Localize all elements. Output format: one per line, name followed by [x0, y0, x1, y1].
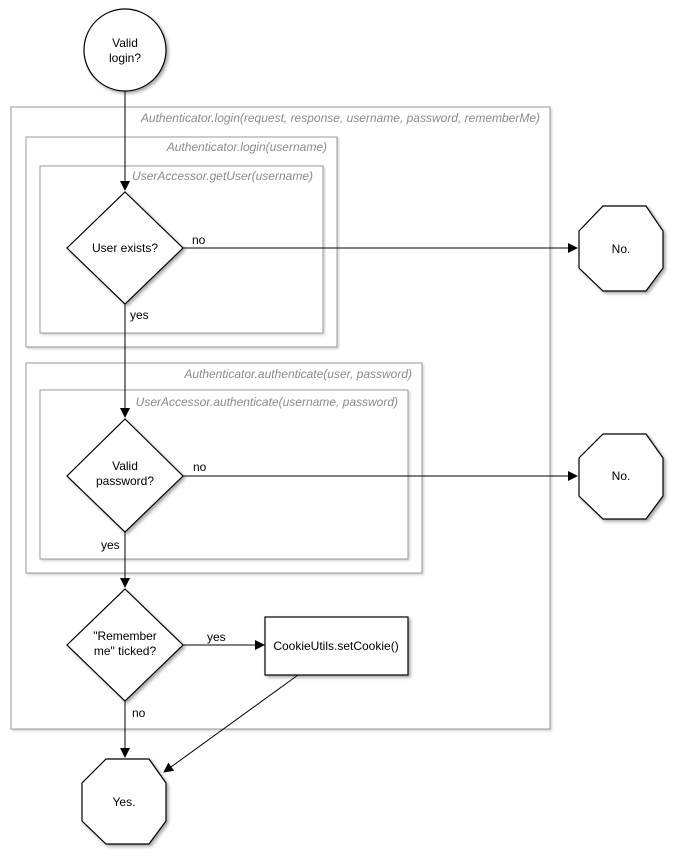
frame-label: Authenticator.authenticate(user, passwor… [183, 367, 412, 381]
edge-label-password-yes: yes [101, 538, 120, 552]
start-node-valid-login: Valid login? [83, 8, 167, 92]
node-text-line: CookieUtils.setCookie() [273, 639, 398, 653]
node-text-line: Valid [112, 36, 138, 50]
edge-cookie-to-yes [163, 674, 299, 773]
node-text-line: Valid [112, 459, 138, 473]
decision-user-exists: User exists? [66, 191, 184, 305]
frame-label: UserAccessor.authenticate(username, pass… [136, 395, 398, 409]
node-text-line: me" ticked? [94, 644, 157, 658]
node-text-line: password? [96, 474, 154, 488]
decision-valid-password: Valid password? [66, 418, 184, 533]
node-text-line: Yes. [113, 795, 136, 809]
node-text-line: No. [612, 242, 631, 256]
end-node-yes: Yes. [81, 758, 167, 845]
edge-label-user-exists-no: no [192, 233, 206, 247]
end-node-no-password: No. [578, 433, 664, 520]
edge-label-password-no: no [193, 460, 207, 474]
frame-label: UserAccessor.getUser(username) [132, 169, 313, 183]
node-text-line: "Remember [93, 629, 157, 643]
frame-label: Authenticator.login(username) [166, 140, 327, 154]
node-text-line: No. [612, 469, 631, 483]
node-text-line: login? [109, 51, 141, 65]
frame-label: Authenticator.login(request, response, u… [140, 111, 540, 125]
edge-label-remember-yes: yes [207, 630, 226, 644]
decision-remember-me: "Remember me" ticked? [66, 588, 184, 702]
process-set-cookie: CookieUtils.setCookie() [264, 616, 409, 676]
end-node-no-user: No. [578, 205, 664, 292]
node-text-line: User exists? [92, 241, 158, 255]
edge-label-remember-no: no [132, 706, 146, 720]
edges [120, 91, 578, 773]
edge-label-user-exists-yes: yes [130, 308, 149, 322]
